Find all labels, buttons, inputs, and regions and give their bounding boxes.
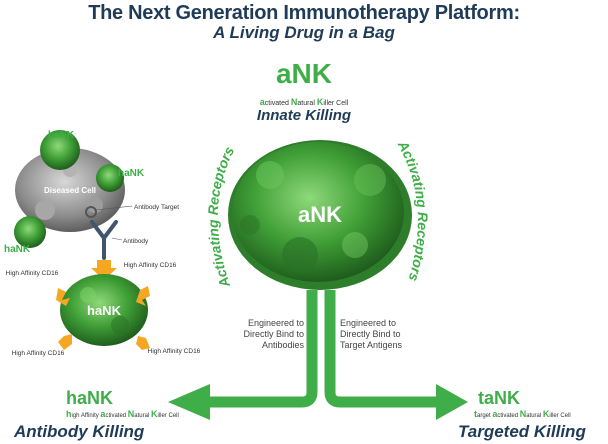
right-branch-text: Engineered to Directly Bind to Target An… [340,318,403,350]
ank-cell-label: aNK [298,202,342,227]
innate-killing-label: Innate Killing [256,107,352,124]
antibody-icon [90,220,118,260]
page-subtitle: A Living Drug in a Bag [213,23,395,42]
hank-heading: haNK [66,388,114,408]
ank-full-name: activated Natural Killer Cell [259,97,349,107]
hank-label-right: haNK [118,168,145,179]
hank-full-name: high Affinity activated Natural Killer C… [66,409,179,419]
high-affinity-cd16-top-left-label: High Affinity CD16 [5,270,59,277]
left-arrowhead [168,384,210,420]
left-branch-text: Engineered to Directly Bind to Antibodie… [243,318,304,350]
right-arrowhead [436,384,468,420]
antibody-target-pointer [95,205,133,211]
cd16-receptors [56,286,150,350]
ank-cell [228,140,412,290]
page-title: The Next Generation Immunotherapy Platfo… [88,2,520,24]
hank-cell [60,274,148,346]
hank-cell-label: haNK [87,303,122,318]
branch-arrows [205,290,440,408]
antibody-target-label: Antibody Target [134,204,179,211]
tank-full-name: target activated Natural Killer Cell [474,409,571,419]
hank-small-cells [14,130,124,248]
cd16-connector [91,260,117,280]
high-affinity-cd16-bottom-left-label: High Affinity CD16 [11,350,65,357]
antibody-target-marker [85,206,97,218]
antibody-killing-label: Antibody Killing [14,422,145,441]
high-affinity-cd16-bottom-right-label: High Affinity CD16 [147,348,201,355]
hank-label-bottom: haNK [4,244,31,255]
hank-label-top: haNK [48,130,75,141]
diseased-cell [15,148,125,232]
ank-heading: aNK [275,58,332,89]
antibody-label: Antibody [123,238,149,245]
diseased-cell-label: Diseased Cell [44,186,96,195]
antibody-pointer [111,237,123,241]
tank-heading: taNK [478,388,521,408]
high-affinity-cd16-connector-label: High Affinity CD16 [123,262,177,269]
targeted-killing-label: Targeted Killing [458,422,586,441]
